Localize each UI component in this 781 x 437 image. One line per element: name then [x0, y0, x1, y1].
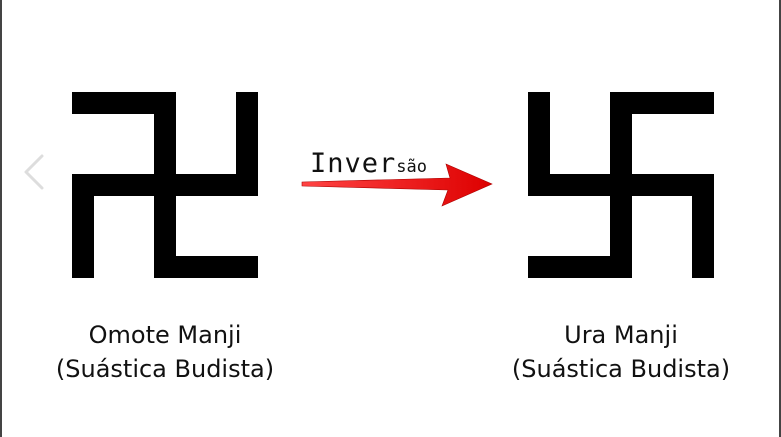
inversion-label: Inversão	[310, 148, 427, 179]
inversion-arrow: Inversão	[300, 148, 496, 218]
chevron-left-icon	[24, 154, 44, 190]
omote-manji-caption: Omote Manji (Suástica Budista)	[15, 318, 315, 386]
omote-manji-symbol	[72, 92, 258, 278]
ura-manji-caption: Ura Manji (Suástica Budista)	[471, 318, 771, 386]
arrow-right-icon	[301, 163, 493, 207]
ura-manji-icon	[528, 92, 714, 278]
inversion-label-small: são	[396, 157, 427, 177]
ura-manji-subtitle: (Suástica Budista)	[511, 355, 731, 383]
inversion-label-large: Inver	[310, 148, 397, 179]
ura-manji-title: Ura Manji	[564, 321, 678, 349]
omote-manji-subtitle: (Suástica Budista)	[55, 355, 275, 383]
ura-manji-symbol	[528, 92, 714, 278]
omote-manji-icon	[72, 92, 258, 278]
previous-slide-button[interactable]	[20, 152, 50, 192]
omote-manji-title: Omote Manji	[88, 321, 242, 349]
